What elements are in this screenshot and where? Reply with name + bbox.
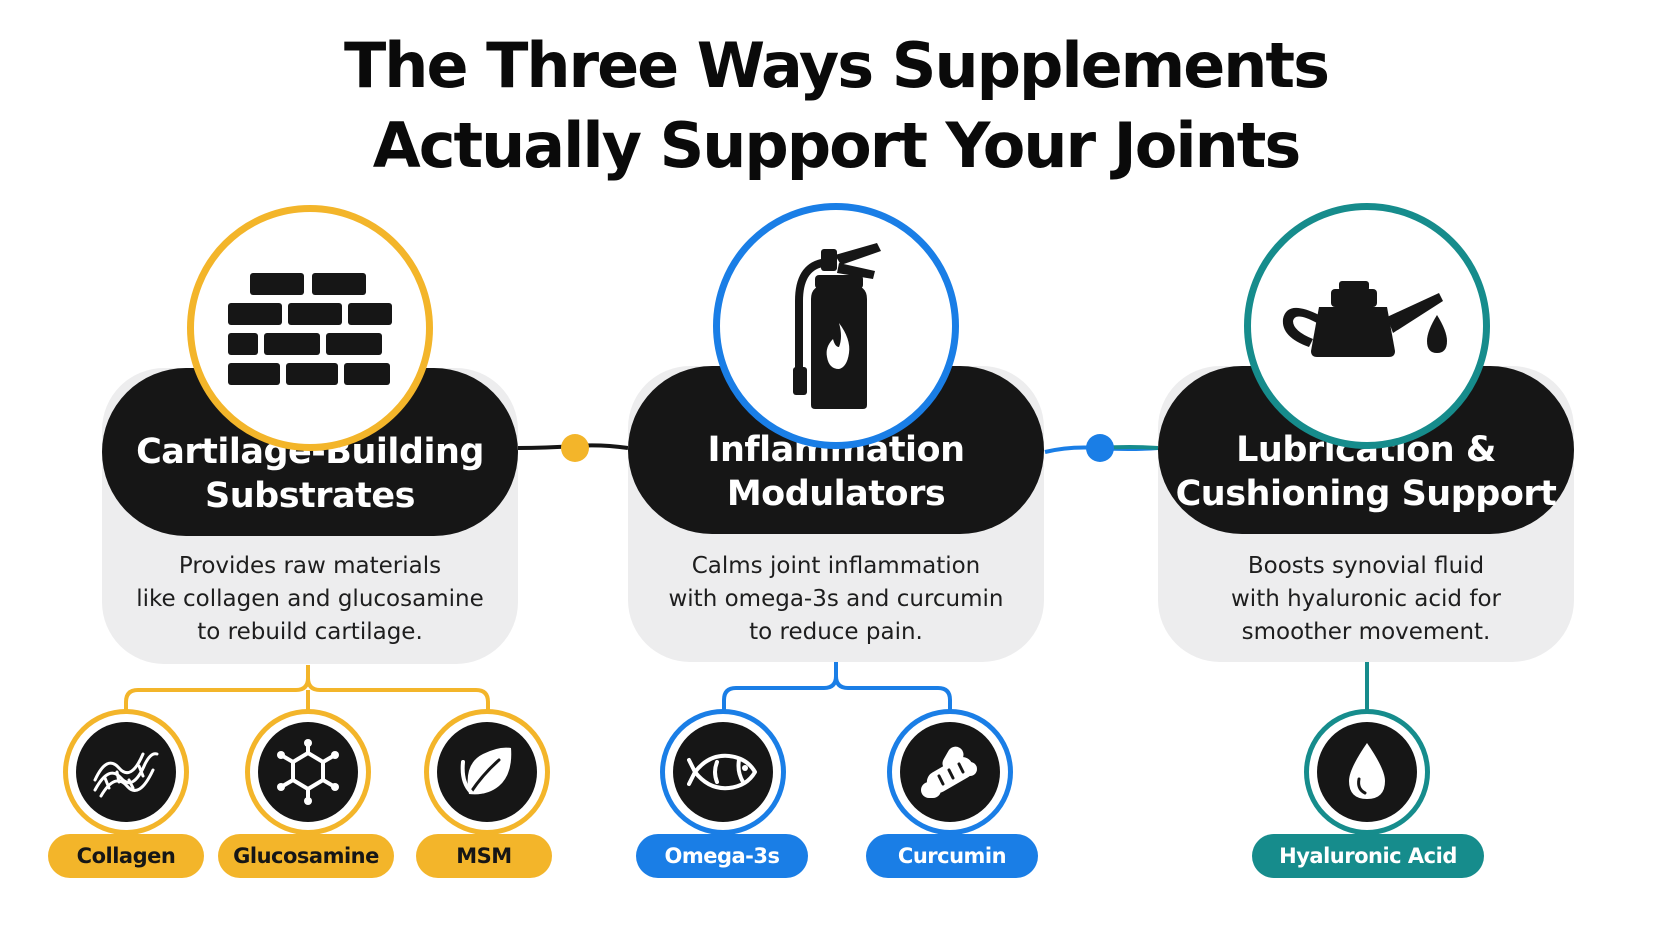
oil-can-icon [1282, 281, 1447, 357]
fire-extinguisher-icon [793, 243, 881, 409]
supplement-icon-omega-3s [660, 709, 786, 835]
card-description-line-1: Boosts synovial fluid [1247, 553, 1485, 579]
branch-blue [722, 662, 952, 716]
card-description-line-3: to rebuild cartilage. [197, 619, 423, 645]
card-title-line-2: Modulators [726, 474, 946, 514]
label-curcumin: Curcumin [866, 834, 1038, 878]
fish-icon [687, 753, 757, 791]
collagen-helix-icon [93, 752, 159, 798]
turmeric-root-icon [921, 746, 977, 798]
supplement-icon-curcumin [887, 709, 1013, 835]
page-title-line-1: The Three Ways Supplements [344, 29, 1330, 102]
label-hyaluronic-acid: Hyaluronic Acid [1252, 834, 1484, 878]
card-icon-ring [1244, 203, 1490, 449]
supplement-icon-collagen [63, 709, 189, 835]
link-card1-card2 [517, 443, 629, 450]
leaf-icon [460, 747, 512, 795]
page-title-line-2: Actually Support Your Joints [372, 109, 1302, 182]
card-description-line-2: like collagen and glucosamine [136, 586, 484, 612]
molecule-icon [277, 739, 339, 805]
supplement-icon-glucosamine [245, 709, 371, 835]
card-description-line-1: Calms joint inflammation [691, 553, 981, 579]
link-card2-card3-tail [1099, 445, 1159, 450]
card-icon-ring [713, 203, 959, 449]
card-title-line-2: Cushioning Support [1175, 474, 1557, 514]
droplet-icon [1349, 743, 1385, 799]
card-title-line-2: Substrates [205, 476, 415, 516]
card-description-line-3: to reduce pain. [749, 619, 923, 645]
card-description-line-2: with hyaluronic acid for [1231, 586, 1501, 612]
label-msm: MSM [416, 834, 552, 878]
card-description-line-2: with omega-3s and curcumin [668, 586, 1004, 612]
link-card2-card3 [1044, 445, 1159, 454]
supplement-icon-msm [424, 709, 550, 835]
label-omega-3s: Omega-3s [636, 834, 808, 878]
card-inflammation-modulators: Inflammation Modulators Calms joint infl… [628, 366, 1044, 662]
link-dot-blue [1086, 434, 1114, 462]
link-dot-yellow [561, 434, 589, 462]
card-description-line-3: smoother movement. [1241, 619, 1491, 645]
label-glucosamine: Glucosamine [218, 834, 394, 878]
card-description-line-1: Provides raw materials [178, 553, 442, 579]
label-collagen: Collagen [48, 834, 204, 878]
card-icon-ring [187, 205, 433, 451]
supplement-icon-hyaluronic-acid [1304, 709, 1430, 835]
brick-wall-icon [228, 273, 392, 385]
